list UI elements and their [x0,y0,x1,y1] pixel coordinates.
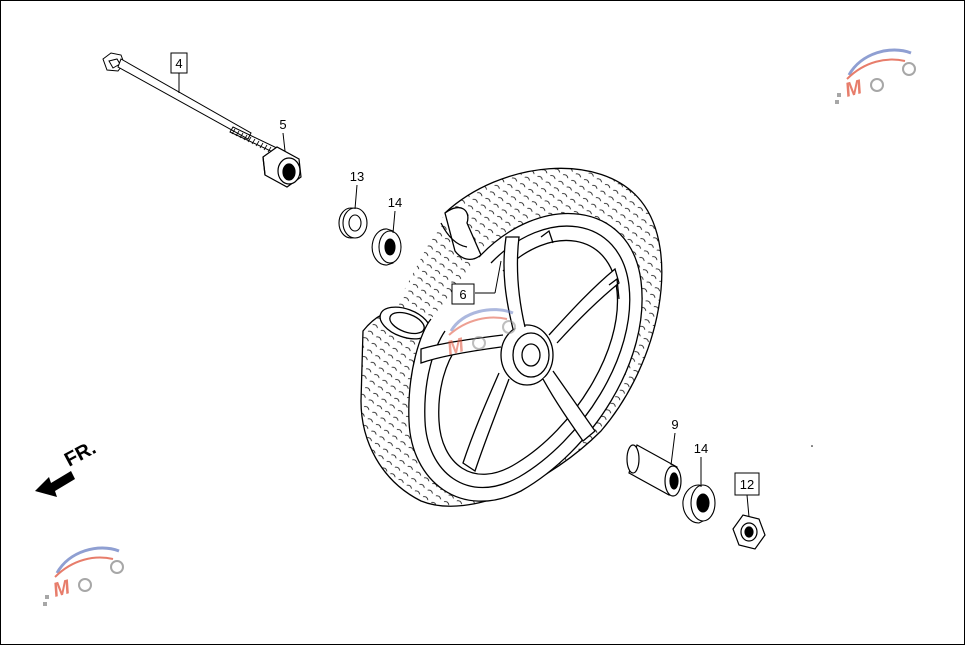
leader-lines [178,73,750,518]
bearing-lower [682,484,716,524]
direction-indicator: FR. [35,437,100,497]
gear-icon [902,62,916,76]
callout-6-label: 6 [459,287,466,302]
wheel-spacer [626,444,682,497]
stray-dot [811,445,813,447]
callout-5: 5 [279,117,286,132]
gear-icon [78,578,92,592]
dust-seal [338,207,368,239]
axle-nut [732,514,766,550]
watermark-logo: M [843,76,866,102]
gear-icon [472,336,486,350]
callout-12-label: 12 [740,477,754,492]
axle-bolt [102,52,280,155]
callout-9: 9 [671,417,678,432]
gear-icon [870,78,884,92]
gear-icon [110,560,124,574]
callout-13-label: 13 [350,169,364,184]
callout-12: 12 [734,472,760,496]
watermark-bottom-left: M [43,546,124,606]
gear-icon [502,320,516,334]
callout-6: 6 [451,283,475,305]
front-arrow-icon [35,471,75,497]
callout-14-lower: 14 [694,441,708,456]
callout-4-label: 4 [175,56,182,71]
watermark-top-right: M [835,48,916,104]
callout-14-lower-label: 14 [694,441,708,456]
direction-label: FR. [61,437,100,472]
bearing-upper [371,228,402,266]
front-wheel [360,167,663,507]
callout-13: 13 [350,169,364,184]
callout-5-label: 5 [279,117,286,132]
watermark-center: M [445,308,516,360]
callout-9-label: 9 [671,417,678,432]
callout-14-upper-label: 14 [388,195,402,210]
callout-14-upper: 14 [388,195,402,210]
watermark-logo: M [445,334,468,360]
watermark-logo: M [51,576,74,602]
axle-collar [262,146,302,188]
callout-4: 4 [170,52,188,74]
